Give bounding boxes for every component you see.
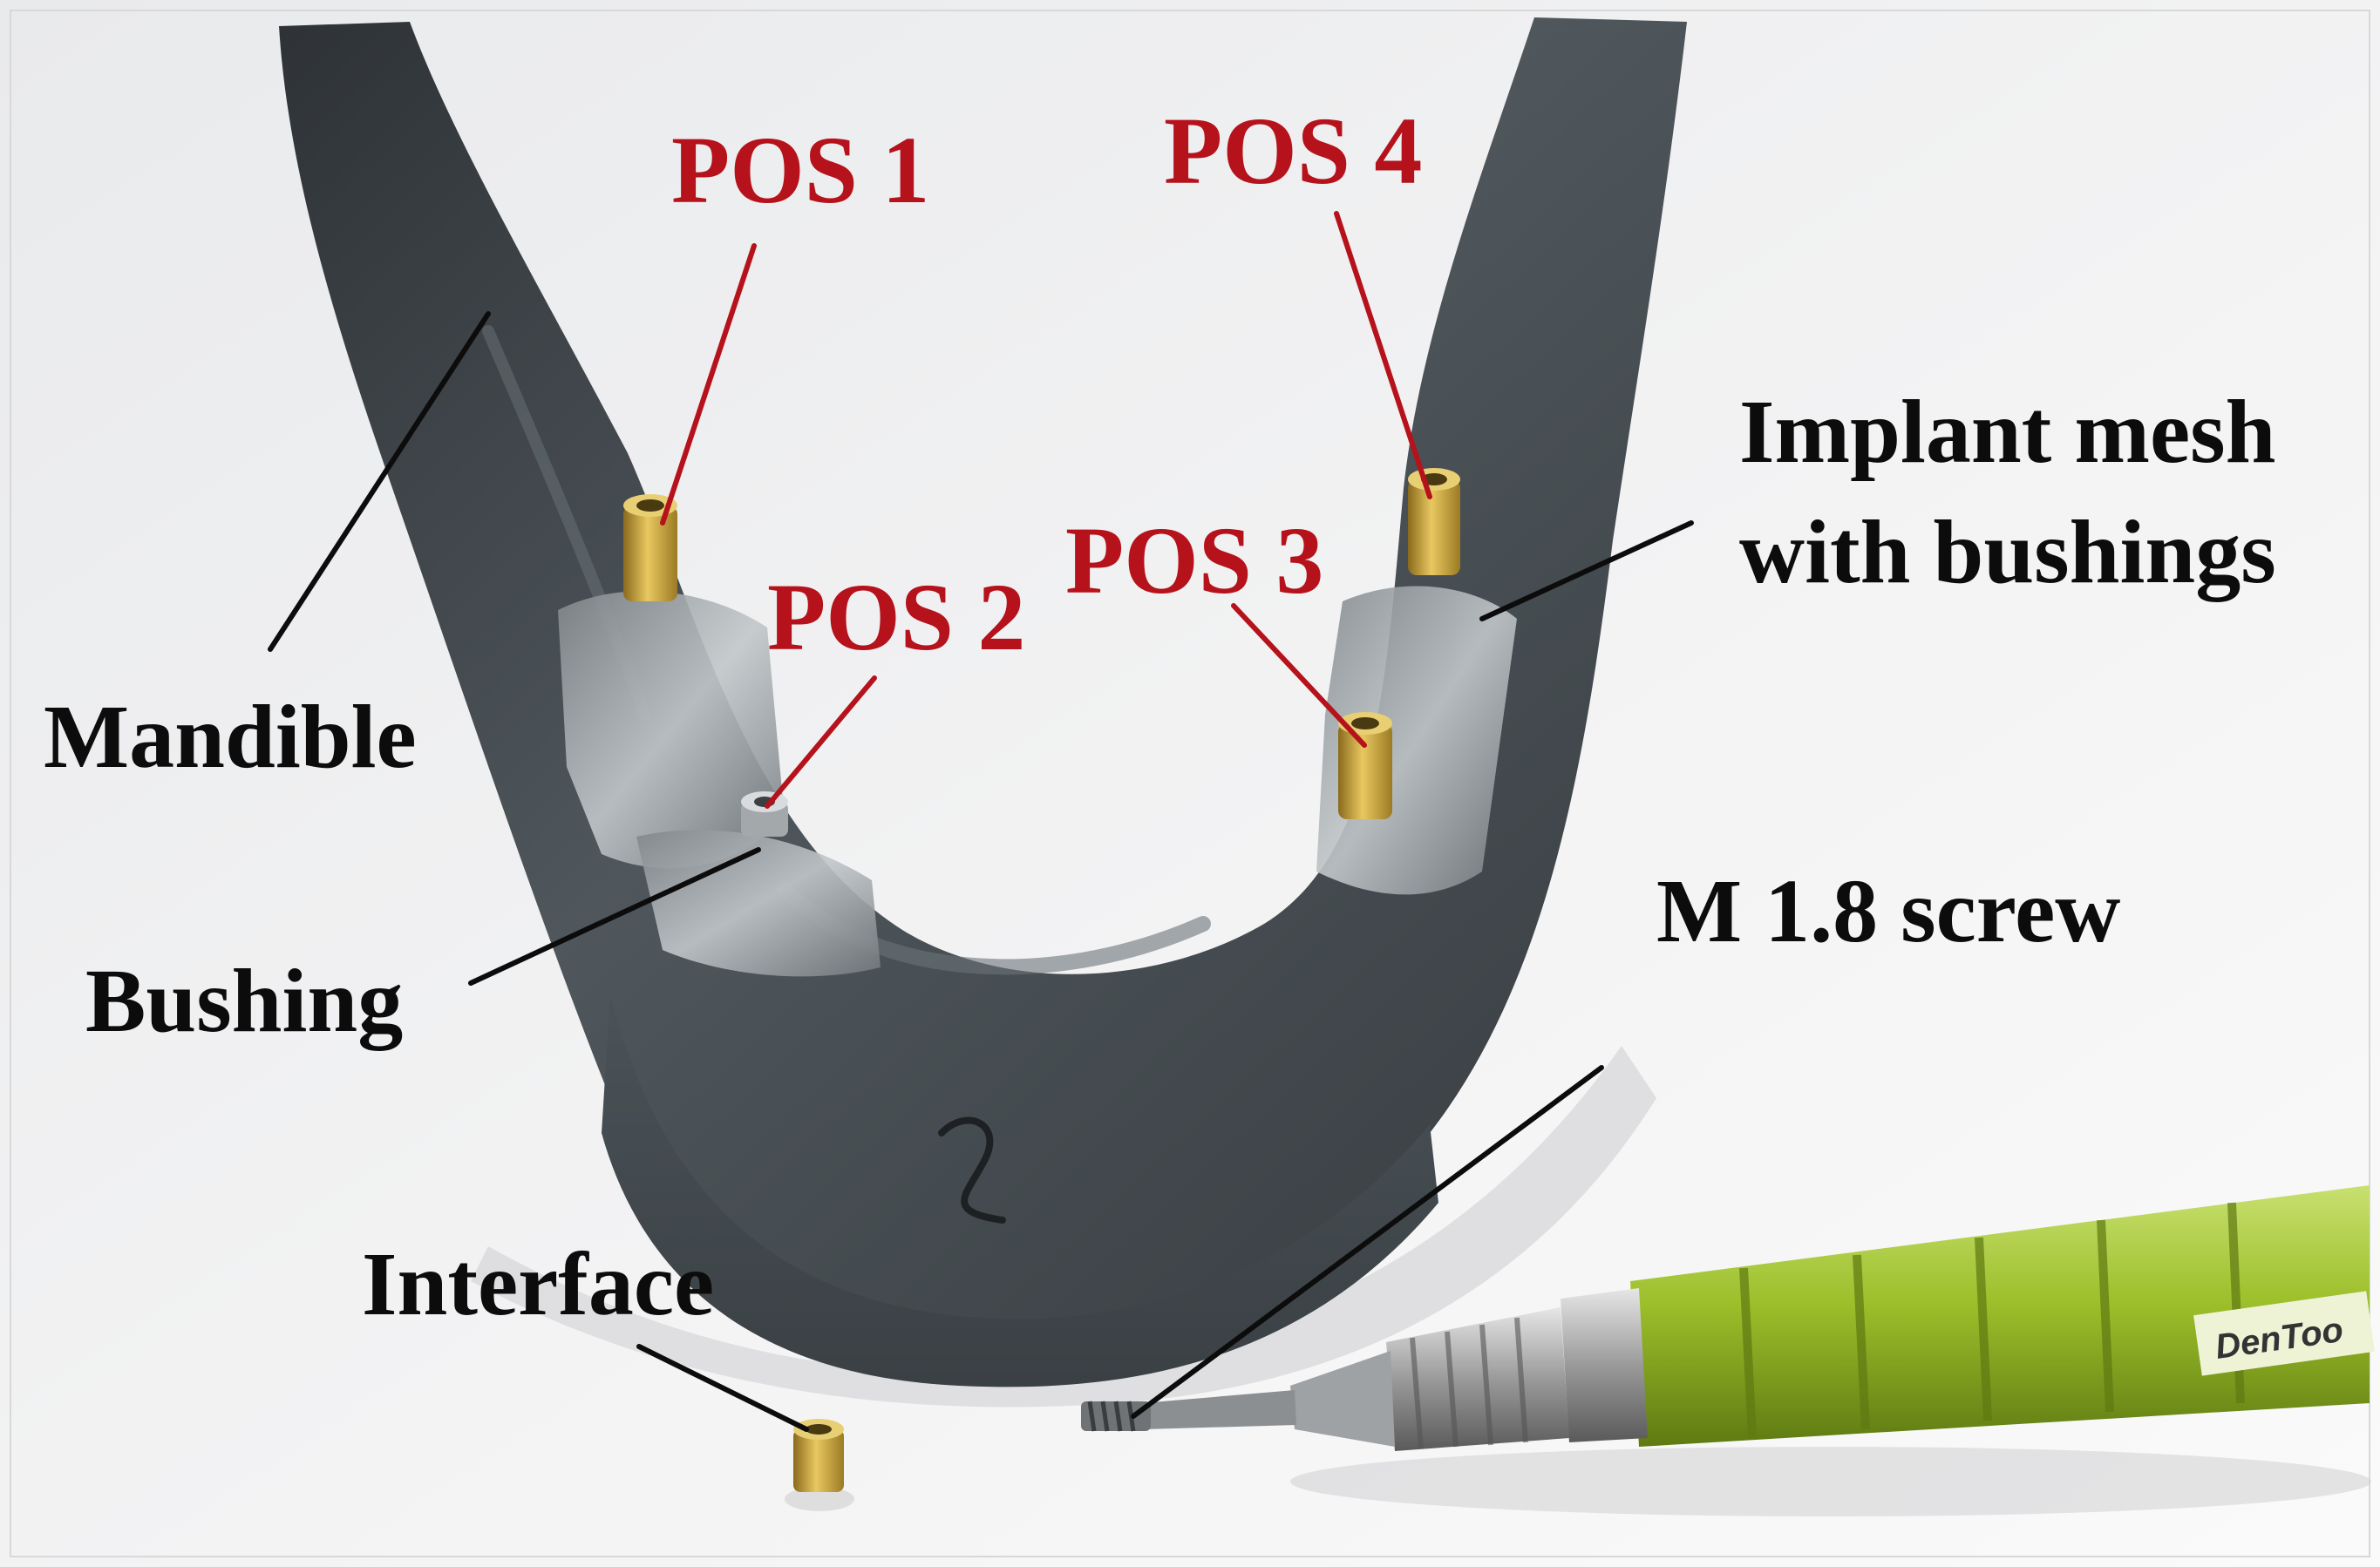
label-mandible: Mandible	[44, 687, 417, 787]
leader-bushing	[468, 847, 761, 986]
implant-mesh-left	[558, 591, 785, 869]
implant-mesh-left-lower	[636, 830, 881, 977]
label-implant-mesh-line1: Implant mesh	[1739, 382, 2275, 482]
leader-implant-mesh	[1479, 520, 1694, 621]
label-interface: Interface	[362, 1234, 714, 1334]
m18-screw	[1081, 1401, 1151, 1432]
screwdriver-handle	[1630, 1185, 2370, 1447]
screwdriver-shaft	[1142, 1390, 1296, 1429]
leader-mandible	[268, 311, 491, 652]
brand-plate	[2193, 1291, 2375, 1376]
leader-lines	[268, 211, 1694, 1432]
screwdriver: DenToo	[1081, 1185, 2375, 1516]
leader-screw	[1131, 1065, 1604, 1419]
label-pos3: POS 3	[1065, 507, 1323, 614]
leader-pos2	[765, 675, 877, 809]
screwdriver-tip-cone	[1290, 1351, 1395, 1447]
mandible-model	[279, 17, 1687, 1328]
label-pos1: POS 1	[671, 117, 929, 223]
leader-interface	[636, 1344, 809, 1432]
leader-pos3	[1231, 603, 1367, 748]
screwdriver-collar	[1561, 1288, 1648, 1442]
interface-pos1	[623, 494, 677, 601]
label-pos2: POS 2	[767, 564, 1025, 670]
label-implant-mesh-line2: with bushings	[1739, 502, 2276, 602]
label-screw: M 1.8 screw	[1656, 861, 2120, 961]
interface-pos4	[1408, 468, 1460, 575]
loose-interface	[785, 1419, 854, 1511]
model-marking	[938, 1116, 1006, 1224]
jaw-shadow	[471, 1046, 1656, 1408]
label-pos4: POS 4	[1164, 98, 1422, 204]
label-bushing: Bushing	[85, 951, 403, 1051]
leader-pos1	[660, 243, 757, 526]
mandible-front-face	[602, 994, 1438, 1387]
bushing-pos2	[741, 791, 788, 837]
leader-pos4	[1334, 211, 1432, 499]
image-frame	[10, 10, 2370, 1557]
